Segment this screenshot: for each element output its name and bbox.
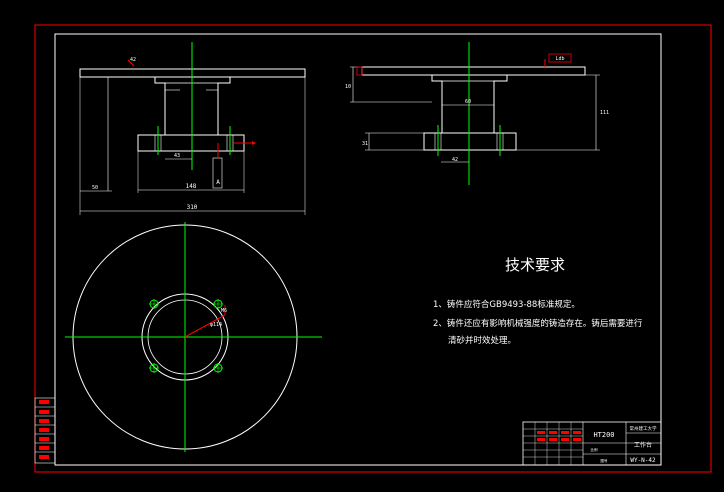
- tech-requirements: 技术要求 1、铸件应符合GB9493-88标准规定。 2、铸件还应有影响机械强度…: [433, 256, 643, 346]
- section-label: A: [216, 179, 220, 186]
- side-table-cell: [39, 419, 49, 423]
- front-view: 310 148 43 50 42 A: [79, 42, 306, 215]
- bolt-hole: [213, 363, 223, 373]
- dim-side-left-bottom: 31: [362, 141, 368, 147]
- side-table-cell: [39, 428, 49, 432]
- side-table-cell: [39, 455, 49, 459]
- side-table-cell: [39, 446, 49, 450]
- surface-callout: [548, 53, 572, 63]
- inner-frame: [54, 33, 662, 466]
- drawing-number: WY-N-42: [630, 457, 656, 464]
- bolt-hole: [149, 299, 159, 309]
- radius-leader: [184, 314, 226, 338]
- sheet-label: 图号: [601, 458, 609, 463]
- company-label: 常州建工大学: [630, 425, 657, 432]
- dim-side-left-top: 10: [345, 84, 351, 90]
- dim-side-center-width: 60: [465, 99, 471, 105]
- dim-front-top-thick: 42: [130, 57, 136, 63]
- scale-label: 比例: [591, 447, 599, 452]
- side-view: 111 10 31 60 42 Ldb: [345, 42, 609, 185]
- dim-front-left-height: 50: [92, 185, 98, 191]
- side-table: [34, 397, 56, 464]
- tech-title: 技术要求: [505, 256, 565, 274]
- tech-line-1: 1、铸件应符合GB9493-88标准规定。: [433, 299, 580, 310]
- bolt-hole: [149, 363, 159, 373]
- part-name: 工作台: [634, 441, 652, 449]
- side-table-cell: [39, 400, 49, 404]
- side-base: [423, 132, 517, 151]
- plan-radius-label: φ114: [210, 322, 222, 328]
- front-base: [137, 134, 245, 152]
- material-label: HT200: [593, 431, 614, 439]
- dim-side-right-height: 111: [600, 110, 609, 116]
- dim-front-center-width: 43: [174, 153, 180, 159]
- dim-front-total-width: 310: [187, 204, 198, 211]
- outer-frame: [34, 24, 712, 473]
- bolt-hole: [213, 299, 223, 309]
- plan-view: φ114 M6: [65, 222, 322, 452]
- side-top-plate: [361, 66, 586, 76]
- side-table-cell: [39, 437, 49, 441]
- dim-side-bottom-width: 42: [452, 157, 458, 163]
- dim-front-base-width: 148: [186, 183, 197, 190]
- callout-label: Ldb: [555, 56, 564, 62]
- title-block: HT200 常州建工大学 工作台 WY-N-42 比例 图号: [522, 421, 662, 466]
- plan-hole-label: M6: [221, 308, 227, 314]
- side-table-cell: [39, 410, 49, 414]
- tech-line-2: 2、铸件还应有影响机械强度的铸造存在。铸后需要进行: [433, 318, 643, 329]
- tech-line-3: 清砂并时效处理。: [448, 335, 516, 346]
